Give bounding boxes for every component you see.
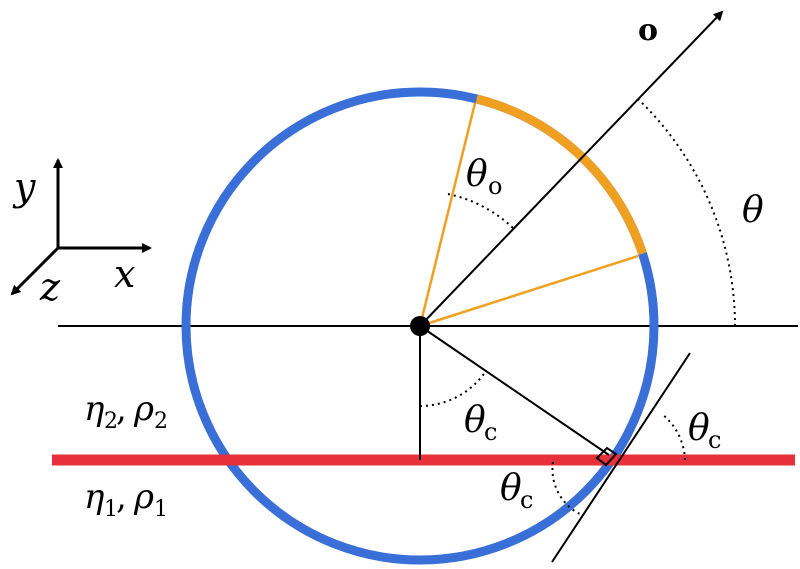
vector-o-arrow: [419, 10, 724, 327]
arc-bound-line-upper: [418, 98, 478, 327]
svg-text:θ: θ: [688, 408, 710, 449]
triad-y-label: y: [12, 165, 36, 209]
tangent-line: [551, 352, 691, 563]
svg-text:o: o: [488, 172, 502, 200]
theta-label: θ: [742, 190, 764, 231]
theta-c-center-label: θ c: [464, 400, 497, 446]
svg-text:1: 1: [154, 497, 168, 522]
theta-o-label: θ o: [466, 154, 502, 200]
svg-text:c: c: [708, 426, 721, 454]
arc-bound-line-lower: [419, 254, 639, 328]
triad-z-arrow: [10, 246, 60, 296]
svg-text:2: 2: [104, 409, 118, 434]
contact-radius-line: [419, 325, 610, 456]
svg-text:,: ,: [116, 477, 127, 517]
highlighted-arc: [475, 94, 647, 256]
svg-text:θ: θ: [500, 468, 522, 509]
right-angle-marker: [595, 446, 618, 467]
svg-text:η: η: [84, 477, 105, 517]
theta-c-right-arc: [661, 413, 686, 461]
upper-medium-label: η 2 , ρ 2: [84, 389, 168, 434]
svg-text:2: 2: [154, 409, 168, 434]
theta-o-arc: [447, 193, 514, 229]
svg-text:θ: θ: [464, 400, 486, 441]
svg-text:θ: θ: [466, 154, 488, 195]
axis-triad: y x z: [10, 158, 152, 309]
theta-arc: [637, 98, 736, 327]
svg-text:c: c: [520, 486, 533, 514]
theta-c-lower-arc: [551, 461, 581, 515]
droplet-circle: [181, 87, 659, 565]
theta-c-right-label: θ c: [688, 408, 721, 454]
svg-text:ρ: ρ: [133, 389, 154, 429]
lower-medium-label: η 1 , ρ 1: [84, 477, 168, 522]
triad-z-label: z: [39, 265, 61, 309]
svg-text:η: η: [84, 389, 105, 429]
vector-o-label: o: [638, 13, 658, 48]
svg-text:1: 1: [104, 497, 118, 522]
theta-c-lower-label: θ c: [500, 468, 533, 514]
svg-text:,: ,: [116, 389, 127, 429]
svg-text:ρ: ρ: [133, 477, 154, 517]
center-point: [410, 316, 430, 336]
triad-x-label: x: [114, 252, 135, 296]
svg-text:c: c: [484, 418, 497, 446]
